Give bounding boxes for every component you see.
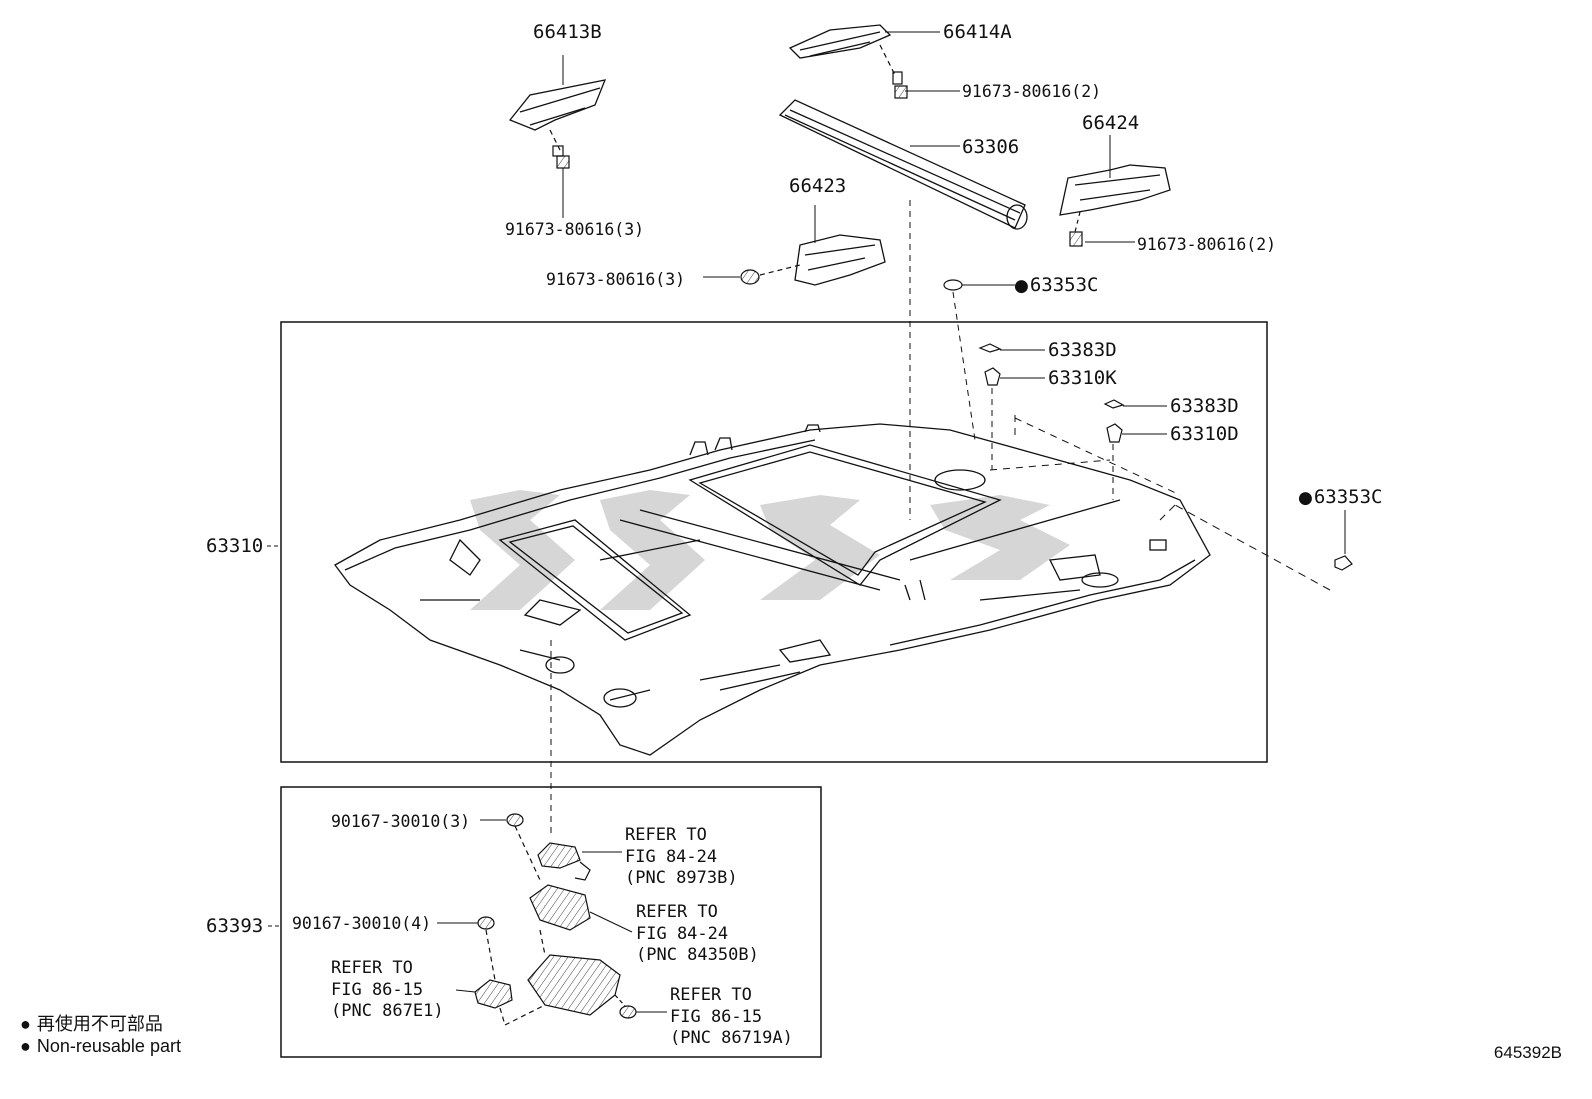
bracket-66413B [508, 55, 607, 131]
part-label-66423[interactable]: 66423 [789, 175, 847, 197]
part-number: 63353C [1029, 274, 1099, 296]
part-label-66413B[interactable]: 66413B [533, 21, 602, 43]
part-label-63353C-right[interactable]: ●63353C [1298, 487, 1382, 508]
screw-66423 [703, 264, 801, 285]
legend-text-ja: 再使用不可部品 [36, 1014, 163, 1034]
screw-66414A [879, 44, 960, 99]
bulb-86719A [614, 994, 667, 1019]
screw-90167-3 [480, 813, 541, 881]
console-panel [504, 929, 621, 1026]
clip-63310K [984, 367, 1045, 470]
headliner-panel [334, 423, 1211, 756]
part-label-91673-80616-2-top[interactable]: 91673-80616(2) [962, 82, 1102, 101]
clip-63383D-a [978, 343, 1045, 353]
screw-66413B [549, 129, 570, 218]
clip-63383D-b [1103, 399, 1167, 409]
part-label-91673-80616-3-mid[interactable]: 91673-80616(3) [546, 270, 686, 289]
part-label-63310K[interactable]: 63310K [1048, 367, 1117, 389]
part-label-63393[interactable]: 63393 [206, 915, 264, 937]
legend-japanese: ●再使用不可部品 [20, 1010, 163, 1036]
clip-63353C-top [943, 279, 1015, 441]
module-84350B [529, 884, 633, 933]
clip-63353C-right [1159, 504, 1353, 591]
watermark [470, 490, 1070, 610]
legend-bullet: ● [20, 1036, 31, 1056]
part-label-63310[interactable]: 63310 [206, 535, 264, 557]
screw-90167-4 [437, 916, 496, 981]
part-label-90167-30010-4[interactable]: 90167-30010(4) [292, 914, 432, 933]
bracket-66414A [788, 24, 940, 59]
rod-63306 [778, 99, 1028, 520]
part-label-66424[interactable]: 66424 [1082, 112, 1140, 134]
part-label-63383D-b[interactable]: 63383D [1170, 395, 1239, 417]
refer-to-fig-86-15-86719A[interactable]: REFER TO FIG 86-15 (PNC 86719A) [670, 985, 793, 1048]
part-label-91673-80616-3-left[interactable]: 91673-80616(3) [505, 220, 645, 239]
clip-63310D [1106, 423, 1167, 500]
legend-bullet: ● [20, 1014, 31, 1034]
headliner-frame [280, 321, 1268, 763]
part-label-63353C-top[interactable]: ●63353C [1014, 275, 1098, 296]
part-label-66414A[interactable]: 66414A [943, 21, 1012, 43]
part-label-63306[interactable]: 63306 [962, 136, 1020, 158]
non-reusable-mark: ● [1014, 276, 1029, 296]
part-label-63383D-a[interactable]: 63383D [1048, 339, 1117, 361]
legend-text-en: Non-reusable part [36, 1036, 181, 1056]
module-8973B [537, 842, 622, 881]
refer-to-fig-86-15-867E1[interactable]: REFER TO FIG 86-15 (PNC 867E1) [331, 958, 444, 1021]
refer-to-fig-84-24-8973B[interactable]: REFER TO FIG 84-24 (PNC 8973B) [625, 825, 738, 888]
part-number: 63353C [1313, 486, 1383, 508]
figure-id: 645392B [1493, 1043, 1562, 1062]
bracket-66424 [1059, 135, 1171, 216]
legend-english: ●Non-reusable part [20, 1036, 181, 1057]
dashed-leaders-right [989, 415, 1181, 496]
screw-66424 [1069, 211, 1135, 247]
lamp-867E1 [455, 979, 513, 1026]
part-label-91673-80616-2-right[interactable]: 91673-80616(2) [1137, 235, 1277, 254]
non-reusable-mark: ● [1298, 488, 1313, 508]
part-label-63310D[interactable]: 63310D [1170, 423, 1239, 445]
bracket-66423 [794, 205, 886, 286]
part-label-90167-30010-3[interactable]: 90167-30010(3) [331, 812, 471, 831]
refer-to-fig-84-24-84350B[interactable]: REFER TO FIG 84-24 (PNC 84350B) [636, 902, 759, 965]
